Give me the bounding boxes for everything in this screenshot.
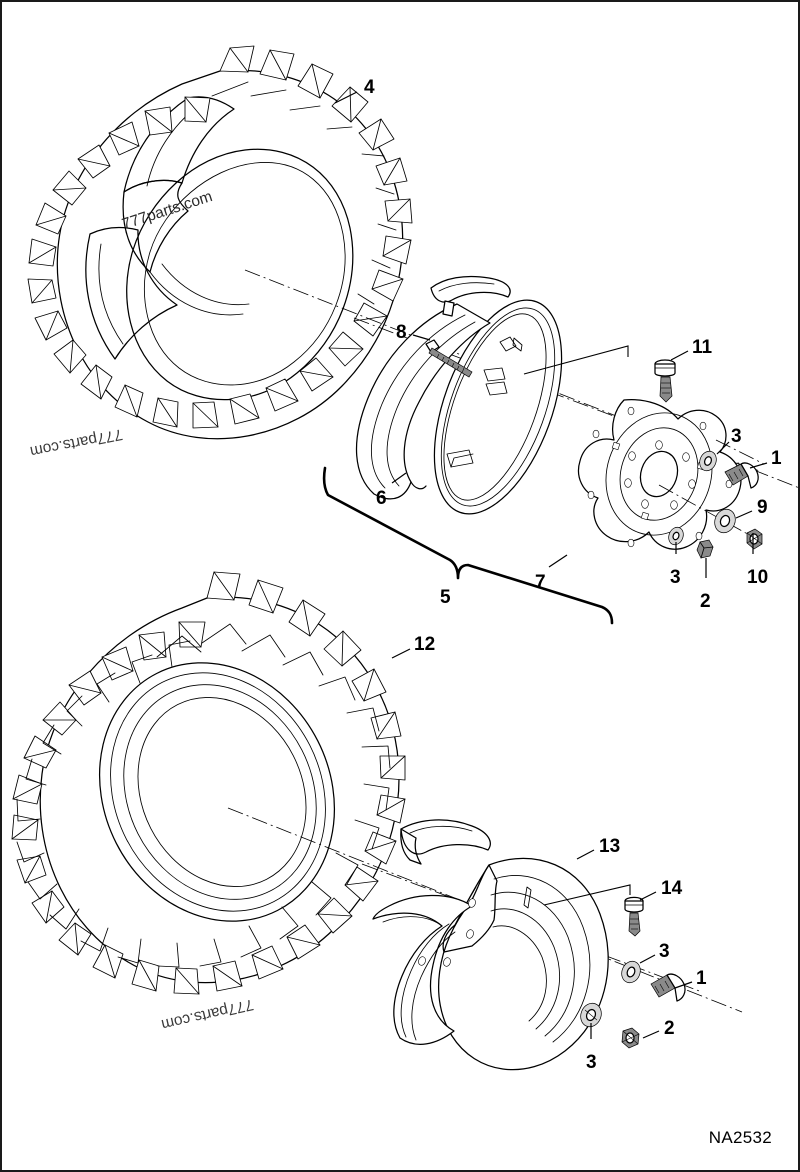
rim-graphic xyxy=(355,275,563,515)
callout-number-1[interactable]: 1 xyxy=(771,448,782,469)
callout-number-3[interactable]: 3 xyxy=(731,426,742,447)
callout-number-14[interactable]: 14 xyxy=(661,878,683,899)
callout-number-5[interactable]: 5 xyxy=(440,587,451,608)
tire-upper-graphic xyxy=(27,45,413,440)
callout-number-1[interactable]: 1 xyxy=(696,968,707,989)
callout-number-8[interactable]: 8 xyxy=(396,322,407,343)
washer-3-lower-graphic xyxy=(621,960,641,984)
callout-number-7[interactable]: 7 xyxy=(535,572,546,593)
callout-number-2[interactable]: 2 xyxy=(664,1018,675,1039)
valve-stem-graphic xyxy=(654,359,676,403)
bolt-1-lower-graphic xyxy=(650,973,686,1002)
washer-3-lower-2-graphic xyxy=(580,1002,602,1028)
hub-fastener-axis xyxy=(658,484,763,543)
valve-stem-lower-graphic xyxy=(624,896,644,937)
nut-2-lower-graphic xyxy=(621,1027,640,1049)
callout-number-3[interactable]: 3 xyxy=(670,567,681,588)
washer-3-upper-2-graphic xyxy=(668,526,684,546)
callout-number-2[interactable]: 2 xyxy=(700,591,711,612)
washer-9-graphic xyxy=(714,508,736,534)
bolt-1-upper-graphic xyxy=(724,462,759,489)
wheel-hub-disc-graphic xyxy=(577,399,742,550)
callout-number-3[interactable]: 3 xyxy=(659,941,670,962)
nut-2-upper-graphic xyxy=(696,539,714,559)
tire-lower-graphic xyxy=(11,571,406,995)
wheel-lower-graphic xyxy=(372,819,609,1071)
nut-10-graphic xyxy=(746,528,763,550)
diagram-id-label: NA2532 xyxy=(708,1128,772,1147)
assembly-brace-graphic xyxy=(322,466,614,625)
rim-clamp-bolt-graphic xyxy=(425,339,473,378)
callout-number-9[interactable]: 9 xyxy=(757,497,768,518)
callout-number-10[interactable]: 10 xyxy=(747,567,769,588)
callout-number-3[interactable]: 3 xyxy=(586,1052,597,1073)
callout-number-11[interactable]: 11 xyxy=(692,337,713,358)
callout-number-6[interactable]: 6 xyxy=(376,488,387,509)
callout-number-13[interactable]: 13 xyxy=(599,836,621,857)
callout-number-4[interactable]: 4 xyxy=(364,77,375,98)
callout-number-12[interactable]: 12 xyxy=(414,634,436,655)
centerline-lower xyxy=(227,807,743,1013)
washer-3-upper-graphic xyxy=(699,450,717,472)
